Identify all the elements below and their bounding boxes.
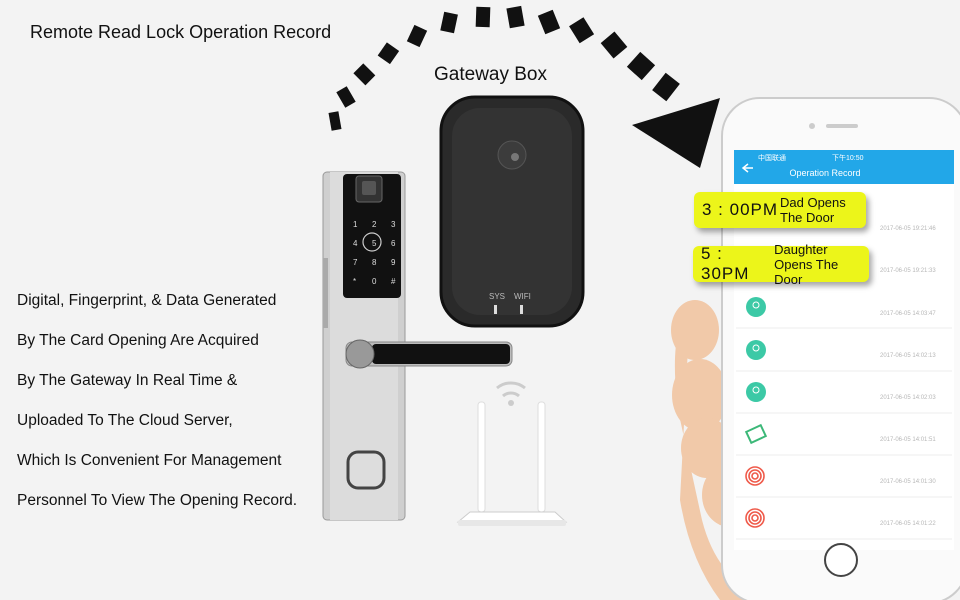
record-timestamp: 2017-06-05 14:01:30 [880, 479, 936, 485]
record-timestamp: 2017-06-05 14:03:47 [880, 311, 936, 317]
keypad-key[interactable]: 1 [353, 220, 358, 229]
fingerprint-icon [745, 466, 765, 486]
keypad-key[interactable]: * [353, 277, 356, 286]
keypad: 1 2 3 4 5 6 7 8 9 * 0 # [353, 220, 396, 286]
badge-event: Dad Opens The Door [780, 195, 846, 225]
description-line: Digital, Fingerprint, & Data Generated [17, 292, 277, 309]
card-icon [744, 423, 768, 445]
keypad-key[interactable]: 9 [391, 258, 396, 267]
record-list [736, 297, 952, 540]
record-badge-dad: 3 : 00PM Dad Opens The Door [694, 192, 866, 228]
record-badge-daughter: 5 : 30PM Daughter Opens The Door [693, 242, 869, 287]
badge-time: 5 : 30PM [701, 244, 750, 283]
description: Digital, Fingerprint, & Data Generated B… [17, 290, 327, 530]
user-icon [746, 382, 766, 402]
door-lock [322, 171, 513, 521]
user-icon [746, 340, 766, 360]
gateway-box [439, 95, 585, 328]
wifi-led-label: WIFI [514, 292, 531, 301]
record-timestamp: 2017-06-05 14:02:03 [880, 395, 936, 401]
page-title: Remote Read Lock Operation Record [30, 22, 332, 42]
status-time: 下午10:50 [832, 155, 864, 162]
description-line: By The Gateway In Real Time & [17, 372, 238, 389]
keypad-key[interactable]: 2 [372, 220, 377, 229]
keypad-key[interactable]: 6 [391, 239, 396, 248]
wifi-router [456, 381, 568, 526]
keypad-key[interactable]: 8 [372, 258, 377, 267]
description-line: By The Card Opening Are Acquired [17, 332, 259, 349]
record-timestamp: 2017-06-05 14:01:22 [880, 521, 936, 527]
status-carrier: 中国联通 [758, 155, 786, 162]
user-icon [746, 297, 766, 317]
description-line: Uploaded To The Cloud Server, [17, 412, 233, 429]
keypad-key[interactable]: 4 [353, 239, 358, 248]
fingerprint-icon [745, 508, 765, 528]
keypad-key[interactable]: # [391, 277, 396, 286]
sys-led-label: SYS [489, 292, 505, 301]
gateway-label: Gateway Box [434, 64, 547, 85]
keypad-key[interactable]: 7 [353, 258, 358, 267]
badge-event: Daughter Opens The Door [774, 241, 839, 287]
record-timestamp: 2017-06-05 19:21:33 [880, 268, 936, 274]
record-timestamp: 2017-06-05 14:02:13 [880, 353, 936, 359]
keypad-key[interactable]: 3 [391, 220, 396, 229]
badge-time: 3 : 00PM [702, 200, 779, 219]
keypad-key[interactable]: 5 [372, 239, 377, 248]
dashed-arrow [328, 5, 720, 168]
description-line: Personnel To View The Opening Record. [17, 492, 298, 509]
keypad-key[interactable]: 0 [372, 277, 377, 286]
record-timestamp: 2017-06-05 14:01:51 [880, 437, 936, 443]
record-timestamp: 2017-06-05 19:21:46 [880, 226, 936, 232]
description-line: Which Is Convenient For Management [17, 452, 282, 469]
screen-title: Operation Record [789, 168, 861, 178]
